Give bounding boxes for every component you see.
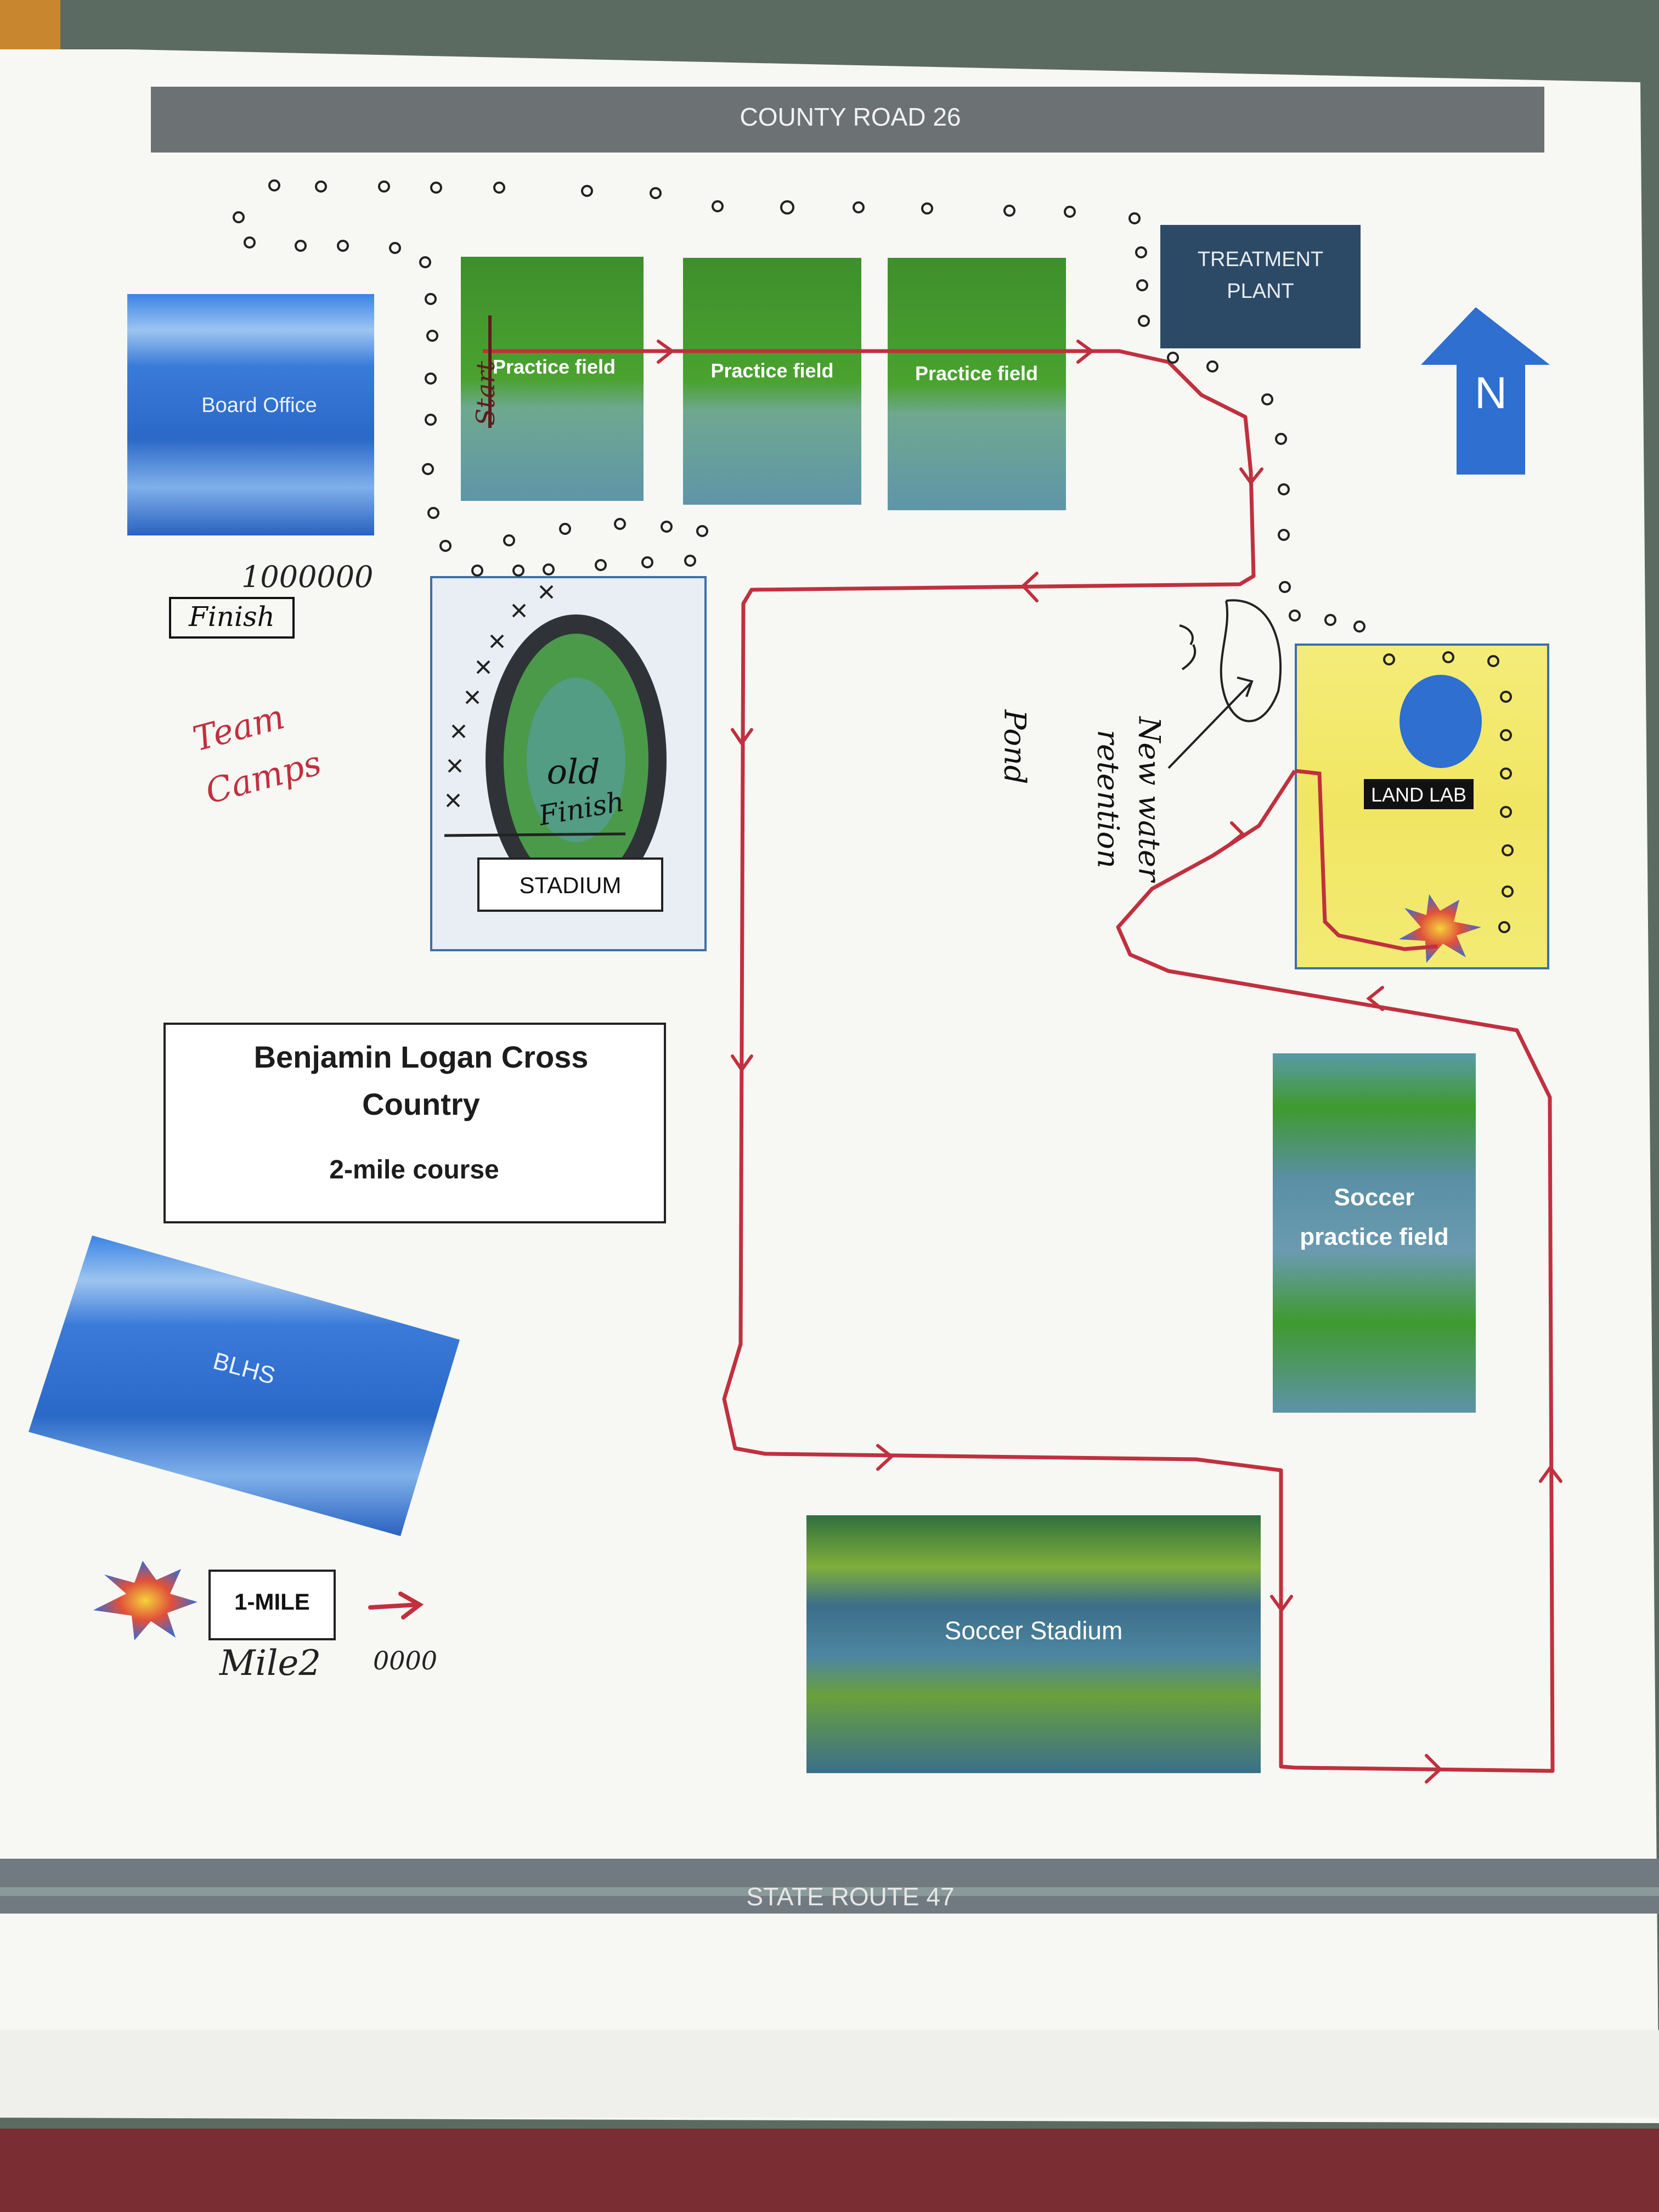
practice-field-2-area <box>683 258 861 505</box>
board-office-label: Board Office <box>201 394 317 417</box>
compass-letter: N <box>1474 368 1508 418</box>
land-lab-label: LAND LAB <box>1370 783 1467 806</box>
mile-burst-icon <box>93 1561 198 1640</box>
county-road-label: COUNTY ROAD 26 <box>740 103 961 131</box>
practice-field-3-area <box>888 258 1066 510</box>
soccer-practice-label-2: practice field <box>1300 1223 1449 1250</box>
land-lab-pond <box>1400 675 1482 768</box>
board-office-building <box>127 294 374 535</box>
old-note: old <box>546 752 600 792</box>
pond-note-2: retention <box>1091 730 1126 868</box>
blhs-building <box>29 1235 460 1536</box>
title-line-2: Country <box>362 1087 480 1121</box>
mile2-circles: 0000 <box>373 1646 438 1675</box>
stadium-label-box <box>477 857 663 912</box>
mile-marker-label: 1-MILE <box>234 1589 310 1615</box>
mile-box <box>208 1570 336 1640</box>
team-camp-marks <box>446 585 554 808</box>
south-road-bar <box>0 1859 1659 1914</box>
finish-count-note: 1000000 <box>241 560 374 594</box>
pond-note-1: New water <box>1132 716 1167 882</box>
start-note: Start <box>471 361 500 426</box>
course-route <box>483 349 1555 1773</box>
title-line-1: Benjamin Logan Cross <box>253 1040 589 1074</box>
finish-box <box>169 597 295 639</box>
pond-sketch <box>1220 599 1282 723</box>
state-route-label: STATE ROUTE 47 <box>746 1882 955 1911</box>
soccer-practice-label-1: Soccer <box>1334 1184 1415 1211</box>
soccer-practice-field-area <box>1273 1053 1476 1413</box>
course-subtitle: 2-mile course <box>329 1155 499 1184</box>
practice-field-1-label: Practice field <box>492 356 616 378</box>
north-arrow-icon <box>1421 307 1550 475</box>
cone-markers <box>233 179 1514 933</box>
treatment-plant-label-1: TREATMENT <box>1197 248 1324 271</box>
title-box <box>163 1023 666 1223</box>
north-road-bar <box>151 87 1544 153</box>
land-lab-burst-icon <box>1399 894 1481 963</box>
soccer-stadium-label: Soccer Stadium <box>944 1616 1123 1645</box>
route-arrows <box>657 340 1562 1784</box>
finish-note: Finish <box>189 601 275 633</box>
pond-note-3: Pond <box>997 709 1032 785</box>
mile2-note: Mile2 <box>219 1643 321 1684</box>
practice-field-3-label: Practice field <box>915 362 1039 385</box>
stadium-label: STADIUM <box>519 872 622 898</box>
treatment-plant-label-2: PLANT <box>1227 280 1294 303</box>
treatment-plant-building <box>1160 225 1361 348</box>
soccer-stadium-area <box>806 1515 1261 1773</box>
practice-field-2-label: Practice field <box>710 359 834 382</box>
